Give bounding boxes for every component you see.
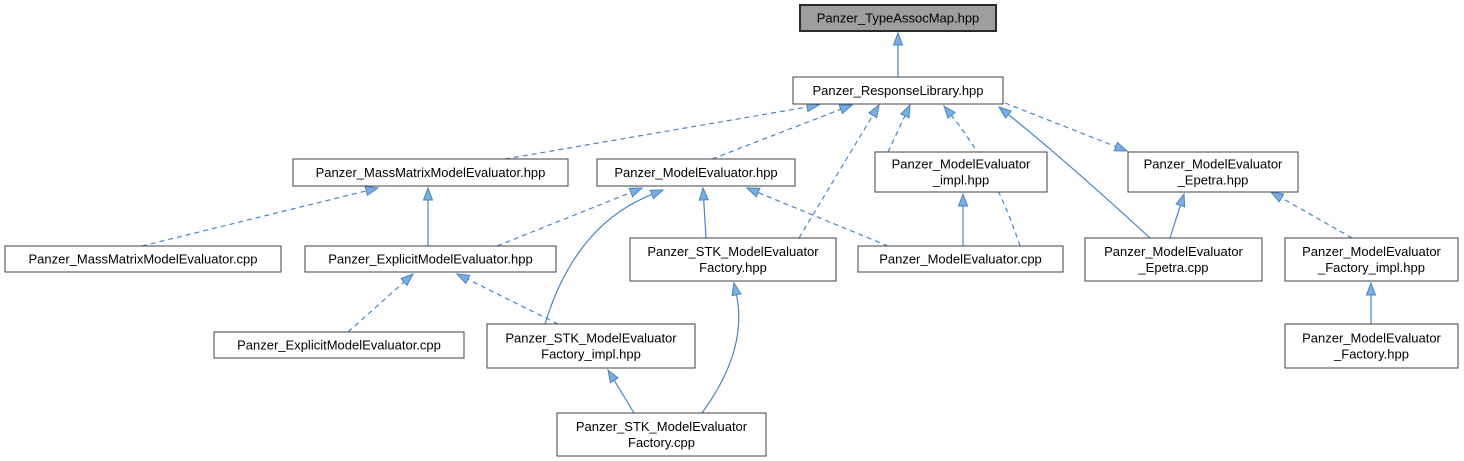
arrowhead-fimpl-to-meep xyxy=(1269,191,1285,203)
arrowhead-rl-to-meep xyxy=(1113,141,1129,152)
graph-node-tam[interactable]: Panzer_TypeAssocMap.hpp xyxy=(799,4,997,32)
arrowhead-epcpp-to-meep xyxy=(1175,192,1186,208)
edge-stkfcpp-to-stkfhpp xyxy=(701,294,740,414)
edge-mmhpp-to-rl xyxy=(504,106,808,160)
graph-node-fimpl[interactable]: Panzer_ModelEvaluator_Factory_impl.hpp xyxy=(1284,237,1459,282)
edge-mehpp-to-rl xyxy=(711,108,842,160)
edge-rl-to-meep xyxy=(1004,102,1117,148)
graph-node-mecpp[interactable]: Panzer_ModelEvaluator.cpp xyxy=(857,245,1064,273)
graph-node-box-tam[interactable] xyxy=(799,4,997,32)
arrowhead-mecpp-to-mehpp xyxy=(745,187,761,198)
graph-node-label-mmcpp: Panzer_MassMatrixModelEvaluator.cpp xyxy=(28,252,257,267)
arrowhead-mehpp-to-rl xyxy=(838,104,854,115)
graph-node-mmcpp[interactable]: Panzer_MassMatrixModelEvaluator.cpp xyxy=(4,245,282,273)
arrowhead-stkfhpp-to-mehpp xyxy=(698,186,709,201)
graph-node-box-meimpl[interactable] xyxy=(874,151,1048,193)
graph-node-box-exphpp[interactable] xyxy=(304,245,557,273)
graph-node-box-epcpp[interactable] xyxy=(1084,237,1263,282)
arrowhead-stkfhpp-to-rl xyxy=(868,103,880,119)
edge-meimpl-to-rl xyxy=(887,115,906,153)
edge-mecpp-to-mehpp xyxy=(757,192,889,247)
graph-node-label-mmhpp: Panzer_MassMatrixModelEvaluator.hpp xyxy=(316,165,546,180)
graph-node-exphpp[interactable]: Panzer_ExplicitModelEvaluator.hpp xyxy=(304,245,557,273)
graph-node-label-tam: Panzer_TypeAssocMap.hpp xyxy=(817,11,980,26)
graph-node-box-fimpl[interactable] xyxy=(1284,237,1459,282)
arrowhead-exphpp-to-mehpp xyxy=(628,187,644,198)
arrowhead-meimpl-to-rl xyxy=(899,103,911,119)
graph-node-meep[interactable]: Panzer_ModelEvaluator_Epetra.hpp xyxy=(1127,151,1299,193)
graph-node-box-mmcpp[interactable] xyxy=(4,245,282,273)
graph-node-rl[interactable]: Panzer_ResponseLibrary.hpp xyxy=(792,76,1004,105)
graph-node-label-fimpl: Panzer_ModelEvaluator_Factory_impl.hpp xyxy=(1302,244,1441,275)
edge-stkfhpp-to-rl xyxy=(798,114,874,239)
graph-node-box-mefhpp[interactable] xyxy=(1284,323,1459,369)
arrowhead-mecpp-to-rl xyxy=(943,104,956,120)
arrowhead-expcpp-to-exphpp xyxy=(400,273,415,287)
graph-node-meimpl[interactable]: Panzer_ModelEvaluator_impl.hpp xyxy=(874,151,1048,193)
arrowhead-mecpp-to-meimpl xyxy=(957,192,969,207)
graph-node-label-epcpp: Panzer_ModelEvaluator_Epetra.cpp xyxy=(1104,244,1243,275)
graph-node-epcpp[interactable]: Panzer_ModelEvaluator_Epetra.cpp xyxy=(1084,237,1263,282)
graph-node-box-stkfimpl[interactable] xyxy=(486,323,696,369)
edge-exphpp-to-mehpp xyxy=(496,191,632,247)
arrowhead-stkfimpl-to-mehpp xyxy=(649,189,665,200)
edge-stkfimpl-to-mehpp xyxy=(544,193,653,325)
graph-node-box-stkfcpp[interactable] xyxy=(556,412,767,457)
arrowhead-exphpp-to-mmhpp xyxy=(422,186,434,201)
graph-node-label-exphpp: Panzer_ExplicitModelEvaluator.hpp xyxy=(328,252,533,267)
arrowhead-mmcpp-to-mmhpp xyxy=(364,185,380,197)
graph-node-expcpp[interactable]: Panzer_ExplicitModelEvaluator.cpp xyxy=(213,331,465,359)
edge-stkfimpl-to-exphpp xyxy=(467,278,559,325)
edge-expcpp-to-exphpp xyxy=(347,281,405,333)
graph-node-box-mecpp[interactable] xyxy=(857,245,1064,273)
graph-node-box-mehpp[interactable] xyxy=(596,158,796,187)
graph-node-mmhpp[interactable]: Panzer_MassMatrixModelEvaluator.hpp xyxy=(292,158,569,187)
arrowhead-stkfcpp-to-stkfhpp xyxy=(731,281,742,297)
edge-fimpl-to-meep xyxy=(1281,197,1353,239)
arrowhead-epcpp-to-rl xyxy=(997,106,1013,119)
arrowhead-stkfcpp-to-stkfimpl xyxy=(607,368,619,384)
graph-node-label-rl: Panzer_ResponseLibrary.hpp xyxy=(812,83,983,98)
graph-node-label-mefhpp: Panzer_ModelEvaluator_Factory.hpp xyxy=(1302,331,1441,362)
edge-mmcpp-to-mmhpp xyxy=(141,190,367,247)
edge-stkfcpp-to-stkfimpl xyxy=(613,379,635,414)
edge-epcpp-to-meep xyxy=(1169,205,1181,239)
graph-node-label-expcpp: Panzer_ExplicitModelEvaluator.cpp xyxy=(237,338,441,353)
graph-node-box-stkfhpp[interactable] xyxy=(629,237,837,282)
graph-node-label-meimpl: Panzer_ModelEvaluator_impl.hpp xyxy=(892,157,1031,188)
graph-node-box-meep[interactable] xyxy=(1127,151,1299,193)
graph-node-label-mehpp: Panzer_ModelEvaluator.hpp xyxy=(614,165,777,180)
arrowhead-mefhpp-to-fimpl xyxy=(1365,281,1377,296)
graph-node-box-rl[interactable] xyxy=(792,76,1004,105)
arrowhead-stkfimpl-to-exphpp xyxy=(455,273,471,285)
graph-node-mefhpp[interactable]: Panzer_ModelEvaluator_Factory.hpp xyxy=(1284,323,1459,369)
edge-stkfhpp-to-mehpp xyxy=(703,199,707,239)
graph-node-box-expcpp[interactable] xyxy=(213,331,465,359)
arrowhead-rl-to-tam xyxy=(892,31,904,46)
edge-epcpp-to-rl xyxy=(1007,114,1151,239)
graph-node-label-meep: Panzer_ModelEvaluator_Epetra.hpp xyxy=(1144,157,1283,188)
graph-node-box-mmhpp[interactable] xyxy=(292,158,569,187)
graph-node-label-mecpp: Panzer_ModelEvaluator.cpp xyxy=(879,252,1042,267)
graph-node-mehpp[interactable]: Panzer_ModelEvaluator.hpp xyxy=(596,158,796,187)
